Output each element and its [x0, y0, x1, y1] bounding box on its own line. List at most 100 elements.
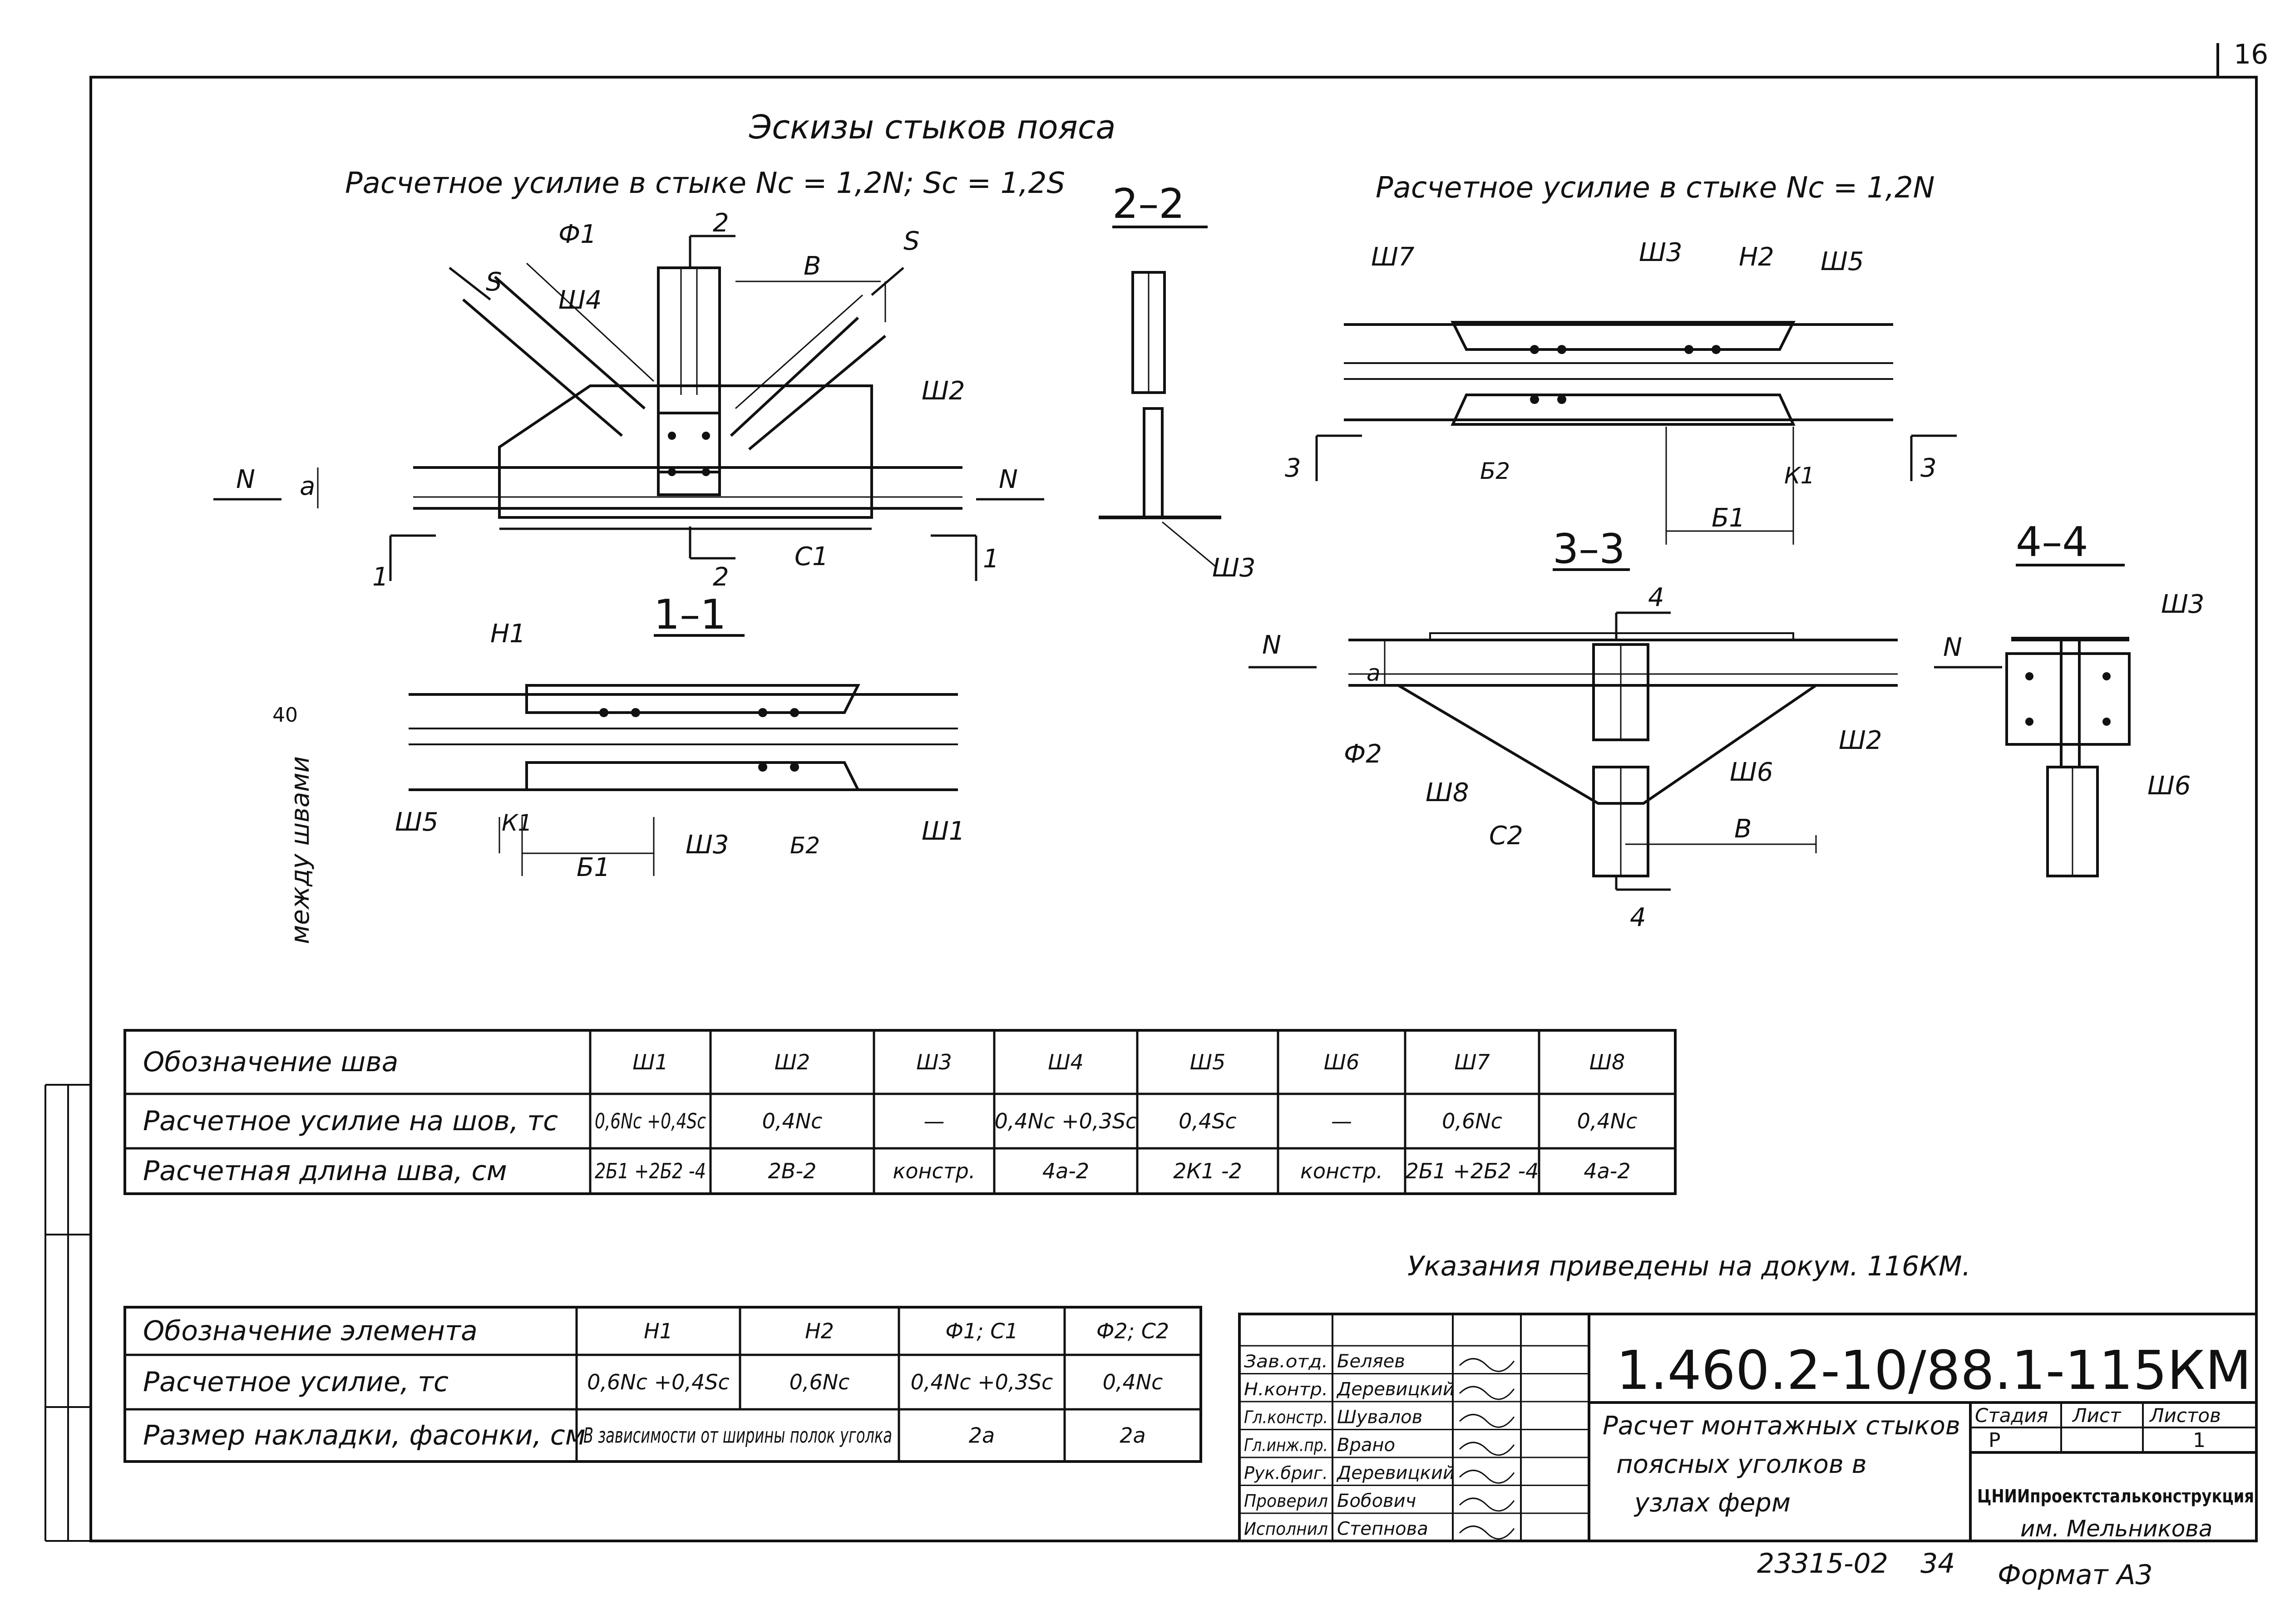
element-table-cell-r2-c0: Размер накладки, фасонки, см: [143, 1420, 586, 1452]
drawing-title: Эскизы стыков пояса: [749, 108, 1116, 146]
weld-table-cell-r0-c1: Ш1: [632, 1050, 668, 1074]
label-c1: С1: [794, 542, 829, 571]
cut-3a: 3: [1285, 453, 1301, 483]
section-1-1-title: 1–1: [654, 591, 726, 639]
label-sh5: Ш5: [395, 807, 439, 837]
section-1-1: 1–1 Н1 Ш5 Ш3 Ш1 К1 Б1 Б2 40 между швами: [272, 591, 965, 944]
label-40: 40: [272, 704, 298, 727]
element-table-cell-r1-c3: 0,4Nc +0,3Sc: [911, 1370, 1053, 1394]
label-sh3: Ш3: [1212, 553, 1256, 583]
signature-name: Бобович: [1337, 1491, 1416, 1511]
label-h1: Н1: [490, 619, 526, 649]
signature-name: Деревицкий: [1336, 1379, 1455, 1400]
weld-table-cell-r0-c3: Ш3: [916, 1050, 952, 1074]
label-b1: Б1: [1712, 503, 1745, 533]
sheet-frame: [89, 76, 2258, 1542]
label-sh2: Ш2: [1839, 726, 1882, 755]
label-sh2: Ш2: [922, 376, 965, 406]
stage-value: Р: [1989, 1429, 2001, 1452]
weld-table-cell-r1-c7: 0,6Nc: [1442, 1109, 1502, 1133]
section-4-4: 4–4 Ш3 Ш6: [2005, 518, 2205, 877]
weld-table-cell-r0-c7: Ш7: [1454, 1050, 1490, 1074]
signature-role: Рук.бриг.: [1244, 1463, 1328, 1483]
sheet-label: Лист: [2072, 1404, 2122, 1427]
element-table-cell-r0-c0: Обозначение элемента: [143, 1315, 478, 1347]
label-b: В: [804, 251, 821, 281]
label-n-right: N: [999, 465, 1018, 494]
label-sh3: Ш3: [1639, 238, 1683, 267]
signature-scribble: [1459, 1526, 1515, 1540]
weld-table-cell-r2-c2: 2В-2: [768, 1159, 817, 1183]
element-table-cell-r1-c2: 0,6Nc: [790, 1370, 850, 1394]
right-plan-view: Ш7 Ш3 Н2 Ш5 Б2 К1 Б1 3 3: [1285, 238, 1957, 545]
signature-name: Деревицкий: [1336, 1463, 1455, 1484]
format-label: Формат А3: [1998, 1559, 2153, 1591]
label-a: а: [1367, 660, 1381, 686]
signature-scribble: [1459, 1414, 1515, 1428]
section-2-2: 2–2 Ш3: [1099, 180, 1256, 583]
weld-table-cell-r1-c6: —: [1331, 1109, 1352, 1133]
element-table-cell-r2-c4: 2а: [1120, 1423, 1145, 1448]
label-c2: С2: [1489, 821, 1523, 851]
signature-role: Гл.констр.: [1244, 1407, 1328, 1427]
label-n-right: N: [1943, 633, 1962, 662]
archive-page: 34: [1920, 1548, 1955, 1580]
weld-table-cell-r2-c6: констр.: [1300, 1159, 1383, 1183]
label-sh1: Ш1: [922, 817, 965, 846]
sheets-label: Листов: [2149, 1404, 2221, 1427]
label-n-left: N: [1262, 630, 1281, 660]
section-3-3: 3–3 N N а Ф2 Ш8 С2 Ш6 Ш2 В 4 4: [1248, 525, 2002, 932]
weld-table-cell-r1-c8: 0,4Nc: [1577, 1109, 1638, 1133]
signature-role: Зав.отд.: [1244, 1352, 1328, 1372]
cut-2b: 2: [713, 562, 729, 592]
element-table-cell-r0-c3: Ф1; С1: [945, 1319, 1018, 1343]
stage-label: Стадия: [1975, 1404, 2048, 1427]
weld-table-cell-r0-c5: Ш5: [1190, 1050, 1225, 1074]
label-sh7: Ш7: [1371, 242, 1415, 272]
doc-title-line: узлах ферм: [1633, 1488, 1791, 1518]
element-table-cell-r0-c2: Н2: [805, 1319, 834, 1343]
signature-role: Н.контр.: [1244, 1379, 1328, 1399]
weld-table-cell-r1-c2: 0,4Nc: [762, 1109, 823, 1133]
instructions-note: Указания приведены на докум. 116КМ.: [1407, 1250, 1971, 1282]
weld-table-cell-r1-c0: Расчетное усилие на шов, тс: [143, 1105, 558, 1137]
signature-scribble: [1459, 1442, 1515, 1456]
label-phi1: Ф1: [558, 220, 597, 249]
element-table-cell-r0-c4: Ф2; С2: [1096, 1319, 1169, 1343]
label-between-welds: между швами: [286, 756, 315, 944]
label-b1: Б1: [577, 853, 610, 882]
cut-4b: 4: [1630, 903, 1646, 932]
section-3-3-title: 3–3: [1553, 525, 1625, 573]
label-n-left: N: [236, 465, 255, 494]
section-4-4-title: 4–4: [2016, 518, 2088, 566]
title-block: Зав.отд.БеляевН.контр.ДеревицкийГл.конст…: [1238, 1313, 2258, 1542]
label-k1: К1: [502, 810, 532, 836]
label-sh6: Ш6: [2147, 771, 2191, 801]
doc-title-line: поясных уголков в: [1616, 1450, 1867, 1479]
label-b2: Б2: [790, 832, 820, 859]
signature-scribble: [1459, 1386, 1515, 1400]
label-sh8: Ш8: [1426, 778, 1469, 807]
label-b2: Б2: [1480, 458, 1510, 484]
org-line2: им. Мельникова: [2020, 1516, 2212, 1542]
section-2-2-title: 2–2: [1112, 180, 1185, 228]
signature-scribble: [1459, 1497, 1515, 1512]
weld-table-cell-r0-c6: Ш6: [1324, 1050, 1359, 1074]
signature-scribble: [1459, 1470, 1515, 1484]
label-s-right: S: [903, 226, 920, 256]
weld-table-cell-r2-c3: констр.: [893, 1159, 976, 1183]
element-table-cell-r1-c0: Расчетное усилие, тс: [143, 1366, 449, 1398]
element-table-cell-r2-c1: В зависимости от ширины полок уголка: [583, 1423, 892, 1448]
label-sh4: Ш4: [558, 285, 602, 315]
element-table-cell-r1-c1: 0,6Nc +0,4Sc: [587, 1370, 730, 1394]
signature-name: Врано: [1337, 1435, 1395, 1456]
doc-code: 1.460.2-10/88.1-115КМ: [1616, 1339, 2251, 1402]
cut-1b: 1: [983, 544, 999, 574]
element-table-cell-r1-c4: 0,4Nc: [1103, 1370, 1163, 1394]
weld-table-cell-r2-c8: 4а-2: [1584, 1159, 1630, 1183]
weld-table-cell-r2-c7: 2Б1 +2Б2 -4: [1406, 1159, 1539, 1183]
weld-table-cell-r2-c4: 4а-2: [1042, 1159, 1089, 1183]
